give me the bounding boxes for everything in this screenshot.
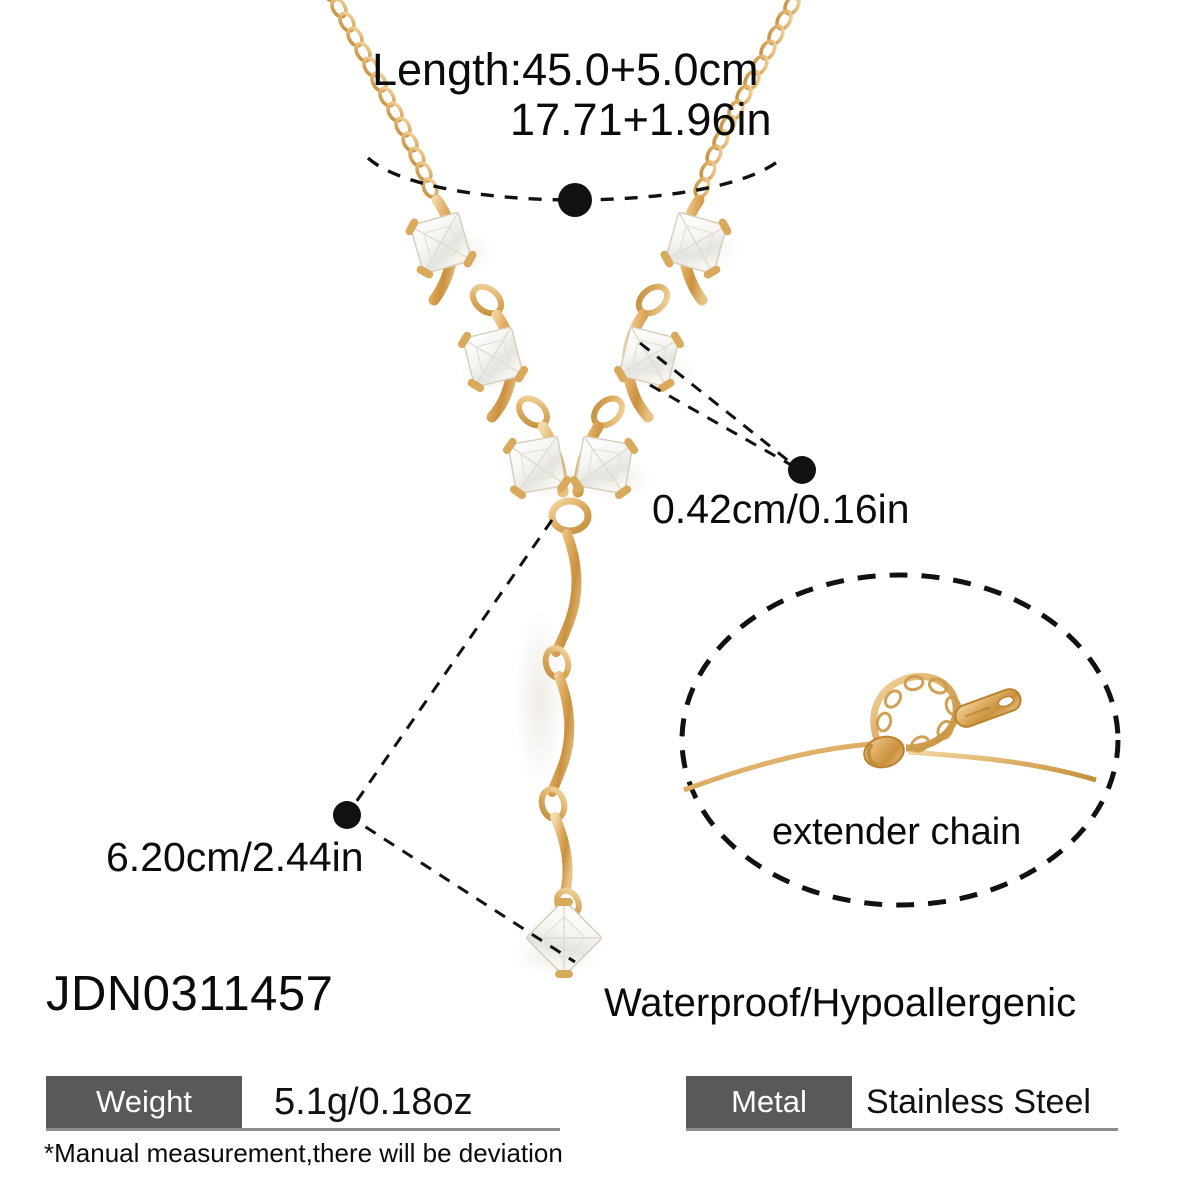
length-cm-label: Length:45.0+5.0cm xyxy=(372,44,759,95)
spec-label-weight: Weight xyxy=(46,1076,242,1128)
measurement-disclaimer: *Manual measurement,there will be deviat… xyxy=(44,1138,563,1168)
spec-underline xyxy=(686,1128,1118,1131)
necklace-right-side xyxy=(569,194,732,500)
extender-chain-callout xyxy=(679,572,1121,908)
cz-stone xyxy=(405,211,477,279)
annotation-drop-leader xyxy=(333,519,576,964)
spec-row-weight: Weight 5.1g/0.18oz xyxy=(46,1076,560,1131)
spec-underline xyxy=(46,1128,560,1131)
stone-size-label: 0.42cm/0.16in xyxy=(652,486,910,532)
annotation-length-arc xyxy=(366,156,784,217)
cz-stone xyxy=(457,326,529,393)
cz-stone xyxy=(660,211,732,279)
necklace-left-side xyxy=(405,194,572,500)
cz-stone-drop xyxy=(525,897,603,979)
extender-chain-label: extender chain xyxy=(772,811,1022,853)
annotation-stone-leader xyxy=(639,341,816,484)
drop-length-label: 6.20cm/2.44in xyxy=(106,834,364,880)
callout-oval xyxy=(679,572,1121,908)
stone-anchor-dot xyxy=(788,456,816,484)
lobster-clasp xyxy=(863,735,905,769)
drop-anchor-dot xyxy=(333,801,361,829)
cz-stone xyxy=(569,435,639,500)
product-sku: JDN0311457 xyxy=(46,967,334,1021)
cz-stone xyxy=(613,326,685,393)
spec-value-weight: 5.1g/0.18oz xyxy=(274,1080,473,1123)
cz-stone xyxy=(502,435,572,500)
brand-tag xyxy=(954,688,1022,728)
spec-row-metal: Metal Stainless Steel xyxy=(686,1076,1118,1131)
product-feature-text: Waterproof/Hypoallergenic xyxy=(604,981,1077,1025)
spec-value-metal: Stainless Steel xyxy=(866,1082,1091,1121)
chain-left xyxy=(318,0,442,201)
necklace-y-drop xyxy=(525,497,603,979)
length-anchor-dot xyxy=(558,183,592,217)
length-in-label: 17.71+1.96in xyxy=(510,94,772,145)
spec-label-metal: Metal xyxy=(686,1076,852,1128)
